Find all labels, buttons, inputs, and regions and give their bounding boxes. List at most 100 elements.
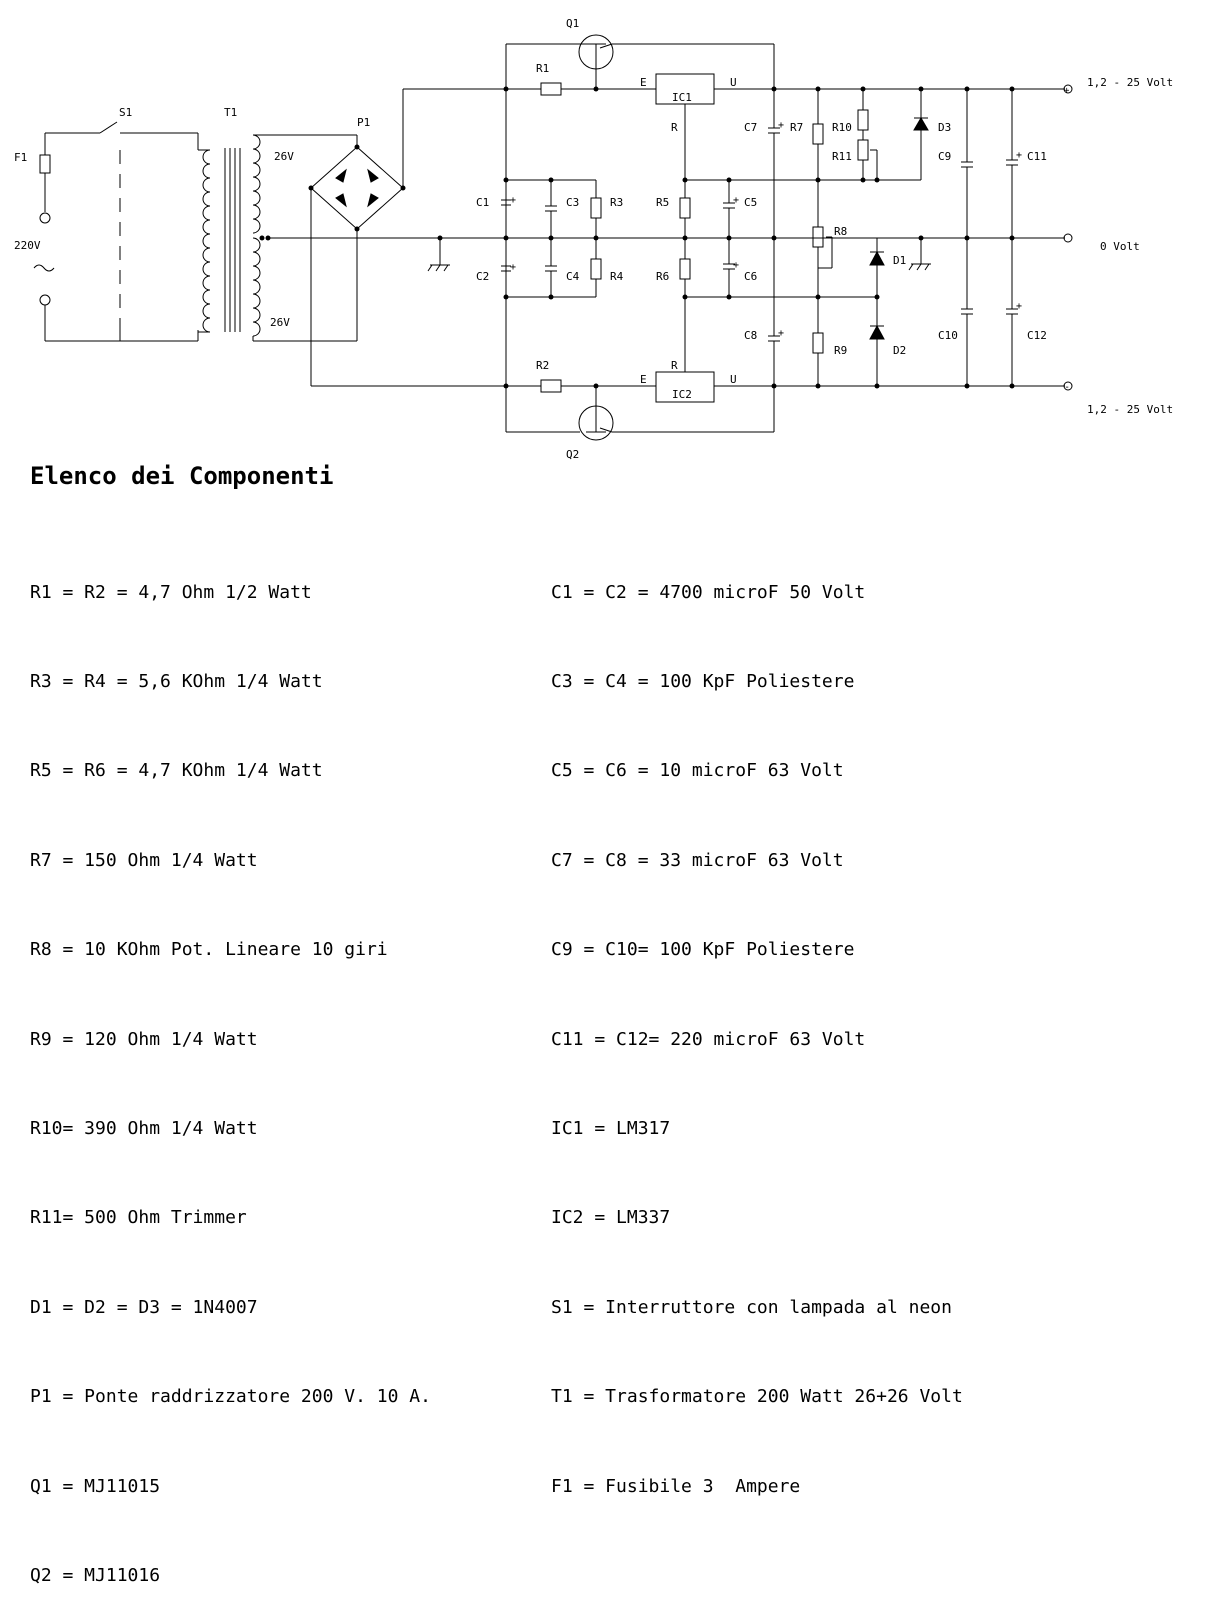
list-item: R5 = R6 = 4,7 KOhm 1/4 Watt	[30, 760, 323, 782]
label-d2: D2	[893, 344, 906, 357]
label-q2: Q2	[566, 448, 579, 460]
mains-terminal-top	[39, 212, 51, 224]
label-c8: C8	[744, 329, 757, 342]
mains-terminal-bottom	[39, 294, 51, 306]
component-list-right: C1 = C2 = 4700 microF 50 Volt C3 = C4 = …	[551, 518, 963, 1531]
label-ic1-r: R	[671, 121, 678, 134]
list-item: IC2 = LM337	[551, 1207, 671, 1229]
label-c11: C11	[1027, 150, 1047, 163]
list-item: R9 = 120 Ohm 1/4 Watt	[30, 1028, 258, 1050]
plus-sign: +	[1064, 86, 1070, 96]
label-r2: R2	[536, 359, 549, 372]
svg-text:+: +	[733, 260, 739, 271]
positive-regulator	[503, 34, 1073, 180]
ac-symbol	[33, 264, 55, 272]
potentiometer-r8	[812, 226, 824, 248]
mains-input	[33, 121, 199, 342]
list-item: C7 = C8 = 33 microF 63 Volt	[551, 849, 844, 871]
list-item: R1 = R2 = 4,7 Ohm 1/2 Watt	[30, 581, 312, 603]
svg-text:+: +	[510, 262, 516, 273]
label-r3: R3	[610, 196, 623, 209]
list-item: D1 = D2 = D3 = 1N4007	[30, 1296, 258, 1318]
resistor-r1	[540, 82, 562, 96]
label-c1: C1	[476, 196, 489, 209]
label-output-positive: 1,2 - 25 Volt	[1087, 76, 1173, 89]
label-ic2-r: R	[671, 359, 678, 372]
svg-text:+: +	[1016, 301, 1022, 312]
list-item: C11 = C12= 220 microF 63 Volt	[551, 1028, 866, 1050]
label-c7: C7	[744, 121, 757, 134]
switch-s1	[99, 121, 118, 134]
list-item: R8 = 10 KOhm Pot. Lineare 10 giri	[30, 939, 388, 961]
svg-text:+: +	[778, 328, 784, 339]
bridge-p1	[308, 88, 506, 387]
list-item: R10= 390 Ohm 1/4 Watt	[30, 1117, 258, 1139]
list-item: T1 = Trasformatore 200 Watt 26+26 Volt	[551, 1386, 963, 1408]
list-item: C3 = C4 = 100 KpF Poliestere	[551, 670, 855, 692]
label-d3: D3	[938, 121, 951, 134]
component-list-left: R1 = R2 = 4,7 Ohm 1/2 Watt R3 = R4 = 5,6…	[30, 518, 431, 1620]
label-r1: R1	[536, 62, 549, 75]
label-c10: C10	[938, 329, 958, 342]
label-c9: C9	[938, 150, 951, 163]
label-ic2-u: U	[730, 373, 737, 386]
ground-symbol-left	[427, 235, 450, 272]
svg-text:+: +	[510, 195, 516, 206]
label-r7: R7	[790, 121, 803, 134]
filter-capacitors	[501, 89, 602, 389]
label-c6: C6	[744, 270, 757, 283]
label-ic2-e: E	[640, 373, 647, 386]
label-r6: R6	[656, 270, 669, 283]
list-item: P1 = Ponte raddrizzatore 200 V. 10 A.	[30, 1386, 431, 1408]
label-c12: C12	[1027, 329, 1047, 342]
label-ic2: IC2	[672, 388, 692, 401]
svg-text:+: +	[1016, 150, 1022, 161]
label-s1: S1	[119, 106, 132, 119]
label-t1: T1	[224, 106, 237, 119]
label-r5: R5	[656, 196, 669, 209]
list-item: C1 = C2 = 4700 microF 50 Volt	[551, 581, 866, 603]
label-c4: C4	[566, 270, 580, 283]
list-item: Q1 = MJ11015	[30, 1475, 161, 1497]
list-item: R7 = 150 Ohm 1/4 Watt	[30, 849, 258, 871]
minus-sign: -	[1064, 382, 1070, 393]
list-item: IC1 = LM317	[551, 1117, 671, 1139]
list-item: C9 = C10= 100 KpF Poliestere	[551, 939, 855, 961]
label-f1: F1	[14, 151, 27, 164]
transformer-t1	[198, 134, 357, 342]
label-c3: C3	[566, 196, 579, 209]
label-r8: R8	[834, 225, 847, 238]
label-ic1: IC1	[672, 91, 692, 104]
circuit-schematic: Q1 Q2 S1 T1 P1 F1 220V 26V 26V R1 R2 R3 …	[14, 17, 1173, 460]
negative-regulator	[505, 360, 1073, 441]
list-item: R3 = R4 = 5,6 KOhm 1/4 Watt	[30, 670, 323, 692]
label-ic1-e: E	[640, 76, 647, 89]
svg-text:+: +	[733, 195, 739, 206]
component-labels: Q1 Q2 S1 T1 P1 F1 220V 26V 26V R1 R2 R3 …	[14, 17, 1173, 460]
label-mains-voltage: 220V	[14, 239, 41, 252]
label-c2: C2	[476, 270, 489, 283]
label-output-negative: 1,2 - 25 Volt	[1087, 403, 1173, 416]
fuse-f1	[39, 154, 51, 174]
resistor-r2	[540, 379, 562, 393]
label-r4: R4	[610, 270, 624, 283]
adjust-network	[679, 89, 1073, 389]
label-r9: R9	[834, 344, 847, 357]
list-item: C5 = C6 = 10 microF 63 Volt	[551, 760, 844, 782]
label-r10: R10	[832, 121, 852, 134]
label-secondary-bottom: 26V	[270, 316, 290, 329]
label-c5: C5	[744, 196, 757, 209]
component-list-title: Elenco dei Componenti	[30, 462, 334, 490]
list-item: S1 = Interruttore con lampada al neon	[551, 1296, 952, 1318]
label-output-zero: 0 Volt	[1100, 240, 1140, 253]
list-item: R11= 500 Ohm Trimmer	[30, 1207, 247, 1229]
label-secondary-top: 26V	[274, 150, 294, 163]
label-r11: R11	[832, 150, 852, 163]
label-ic1-u: U	[730, 76, 737, 89]
label-d1: D1	[893, 254, 906, 267]
list-item: F1 = Fusibile 3 Ampere	[551, 1475, 801, 1497]
list-item: Q2 = MJ11016	[30, 1564, 161, 1586]
label-p1: P1	[357, 116, 370, 129]
svg-text:+: +	[778, 120, 784, 131]
label-q1: Q1	[566, 17, 579, 30]
